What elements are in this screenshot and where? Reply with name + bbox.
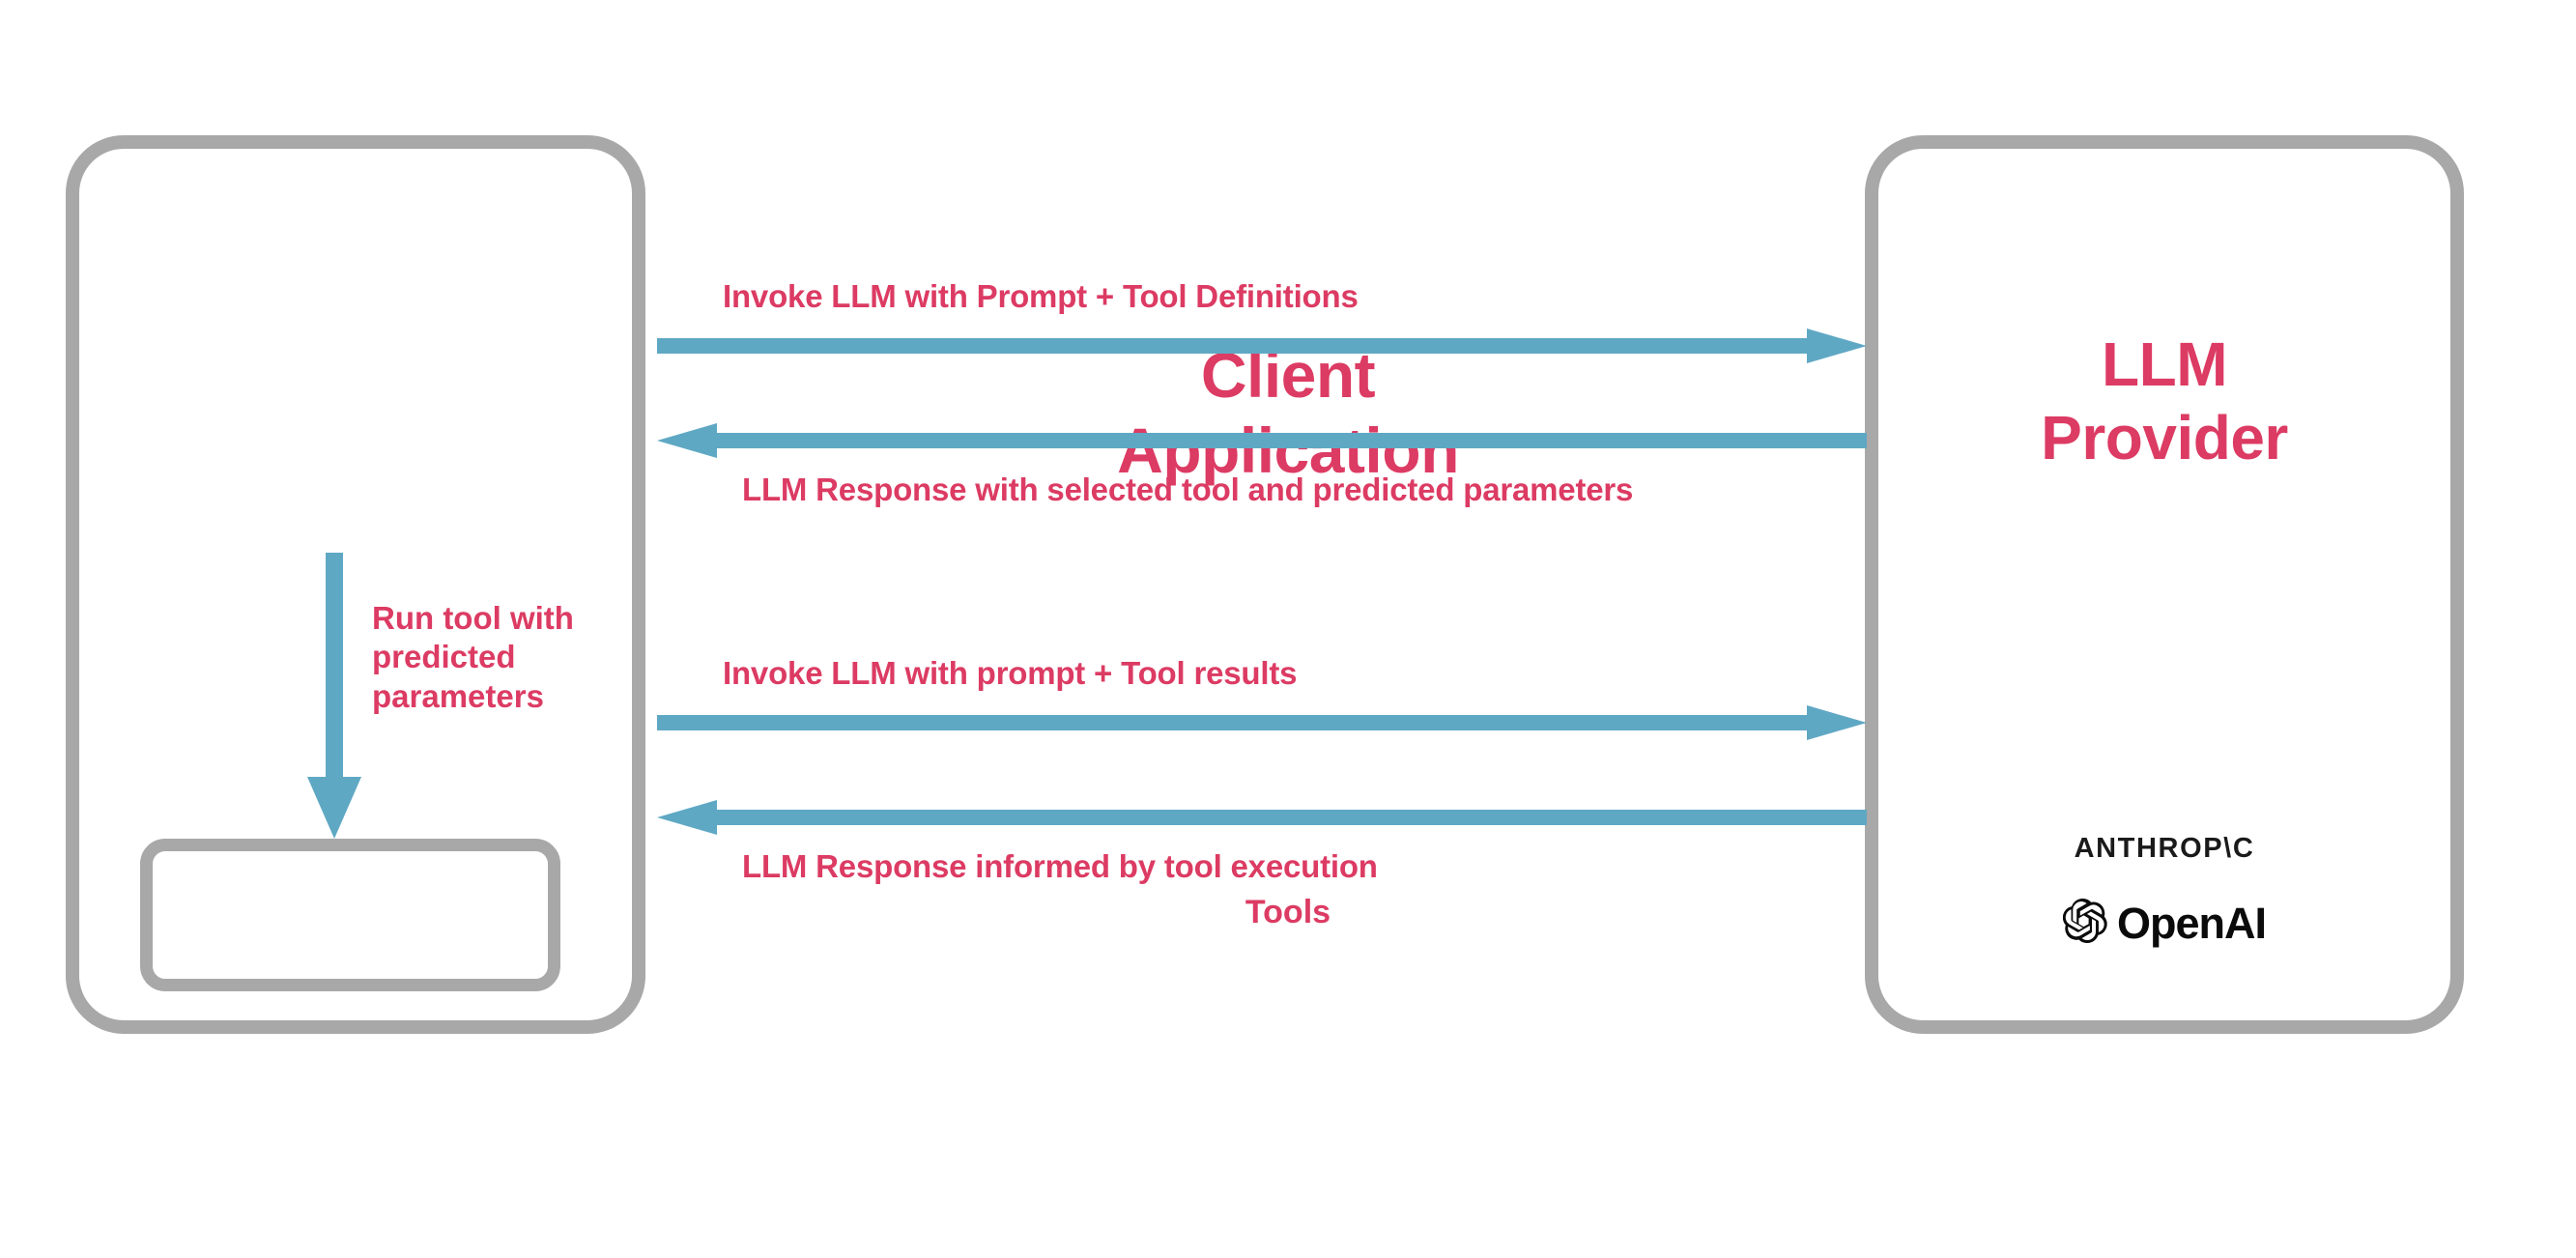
message-label-1: Invoke LLM with Prompt + Tool Definition… — [723, 278, 1359, 314]
message-arrow-3 — [657, 705, 1867, 740]
message-arrow-4 — [657, 800, 1867, 835]
message-arrow-2 — [657, 423, 1867, 458]
provider-title-line-1: LLM — [2102, 329, 2228, 399]
message-arrow-1 — [657, 329, 1867, 363]
tools-box[interactable] — [140, 839, 560, 991]
client-title-line-2: Application — [1117, 414, 1459, 486]
message-label-3: Invoke LLM with prompt + Tool results — [723, 655, 1298, 691]
openai-mark-icon — [2062, 898, 2107, 948]
openai-wordmark: OpenAI — [2116, 899, 2267, 948]
anthropic-logo: ANTHROP\C — [2074, 833, 2255, 864]
llm-provider-box — [1865, 135, 2464, 1034]
llm-provider-title: LLM Provider — [1865, 329, 2464, 474]
provider-title-line-2: Provider — [2041, 402, 2288, 472]
openai-logo: OpenAI — [1865, 898, 2464, 948]
message-label-2: LLM Response with selected tool and pred… — [742, 472, 1634, 507]
run-tool-arrow — [307, 553, 361, 839]
message-label-4: LLM Response informed by tool execution — [742, 848, 1378, 884]
run-tool-arrow-label: Run tool with predicted parameters — [372, 600, 574, 714]
tools-label: Tools — [1245, 894, 1331, 930]
